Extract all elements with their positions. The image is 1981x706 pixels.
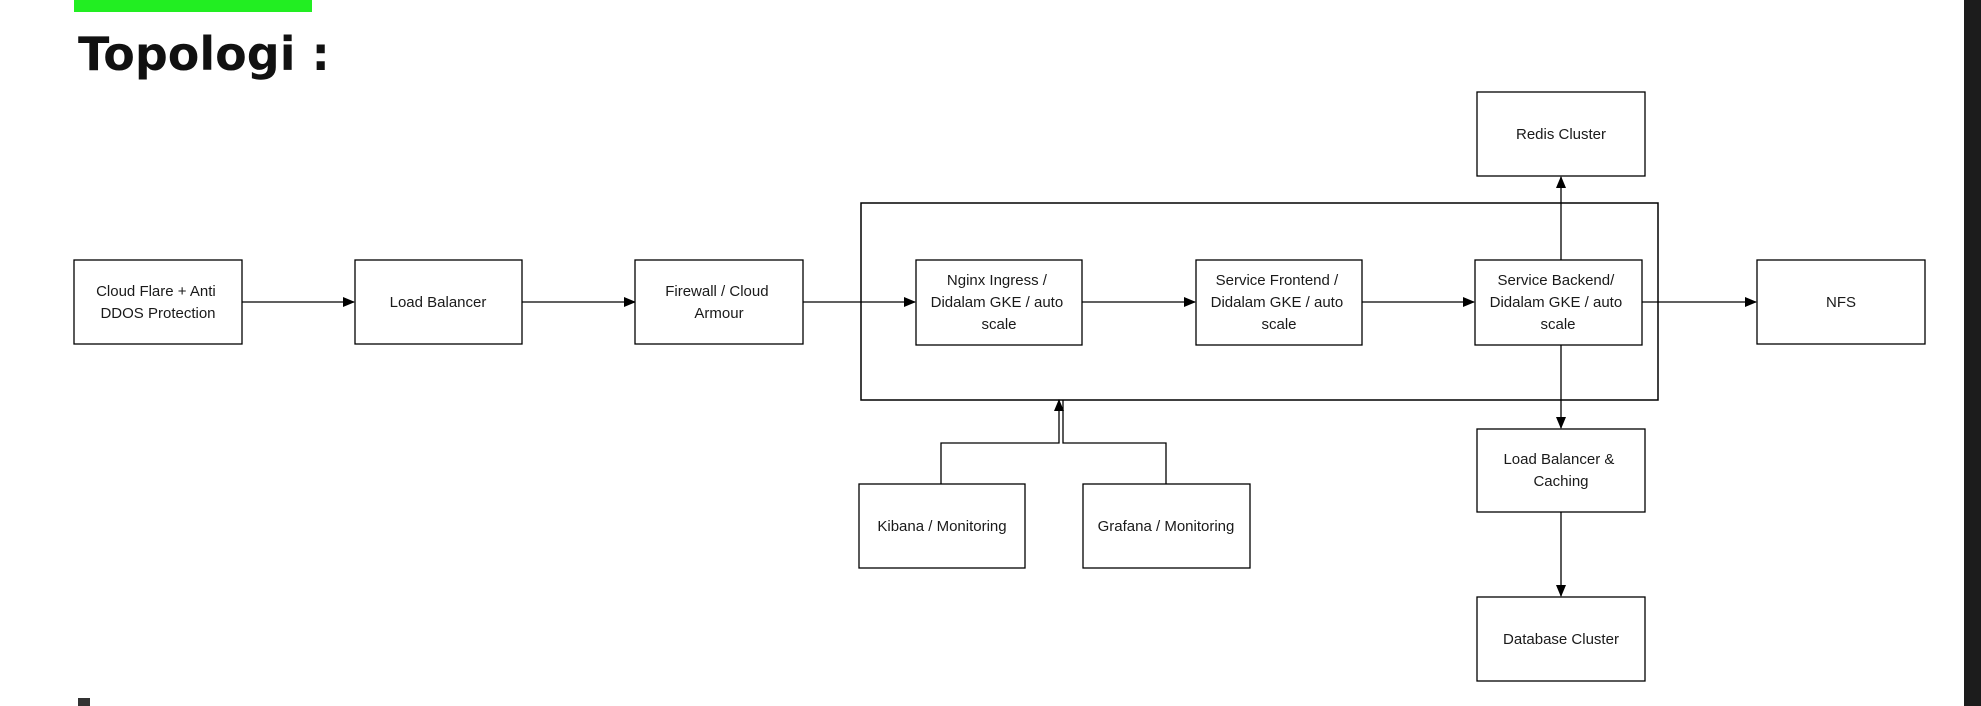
title-accent-bar	[74, 0, 312, 12]
node-kibana: Kibana / Monitoring	[858, 483, 1026, 569]
page-title: Topologi :	[78, 27, 330, 81]
node-grafana: Grafana / Monitoring	[1082, 483, 1251, 569]
node-label-line: Load Balancer & Caching	[1503, 451, 1618, 490]
edge-kibana-container	[940, 399, 1064, 484]
window-edge	[1964, 0, 1981, 706]
node-database-cluster: Database Cluster	[1476, 596, 1646, 682]
node-label-line: Firewall / Cloud Armour	[665, 283, 773, 322]
node-label-line: Cloud Flare + Anti DDOS Protection	[96, 283, 220, 322]
node-label-line: Nginx Ingress / Didalam GKE / auto scale	[931, 272, 1068, 333]
node-label-line: Database Cluster	[1503, 631, 1619, 648]
node-service-backend: Service Backend/ Didalam GKE / auto scal…	[1474, 259, 1643, 346]
node-load-balancer: Load Balancer	[354, 259, 523, 345]
node-label-line: Service Frontend / Didalam GKE / auto sc…	[1211, 272, 1348, 333]
node-label-line: NFS	[1826, 294, 1856, 311]
node-lb-caching: Load Balancer & Caching	[1476, 428, 1646, 513]
edge-grafana-container	[1062, 400, 1167, 484]
node-label-line: Service Backend/ Didalam GKE / auto scal…	[1490, 272, 1627, 333]
node-nfs: NFS	[1756, 259, 1926, 345]
node-label-line: Grafana / Monitoring	[1098, 518, 1235, 535]
node-service-frontend: Service Frontend / Didalam GKE / auto sc…	[1195, 259, 1363, 346]
cursor-mark	[78, 698, 90, 706]
node-nginx-ingress: Nginx Ingress / Didalam GKE / auto scale	[915, 259, 1083, 346]
node-label-line: Redis Cluster	[1516, 126, 1606, 143]
node-cloudflare: Cloud Flare + Anti DDOS Protection	[73, 259, 243, 345]
node-redis-cluster: Redis Cluster	[1476, 91, 1646, 177]
node-firewall: Firewall / Cloud Armour	[634, 259, 804, 345]
node-label-line: Load Balancer	[390, 294, 487, 311]
node-label-line: Kibana / Monitoring	[877, 518, 1006, 535]
edges	[242, 176, 1757, 597]
